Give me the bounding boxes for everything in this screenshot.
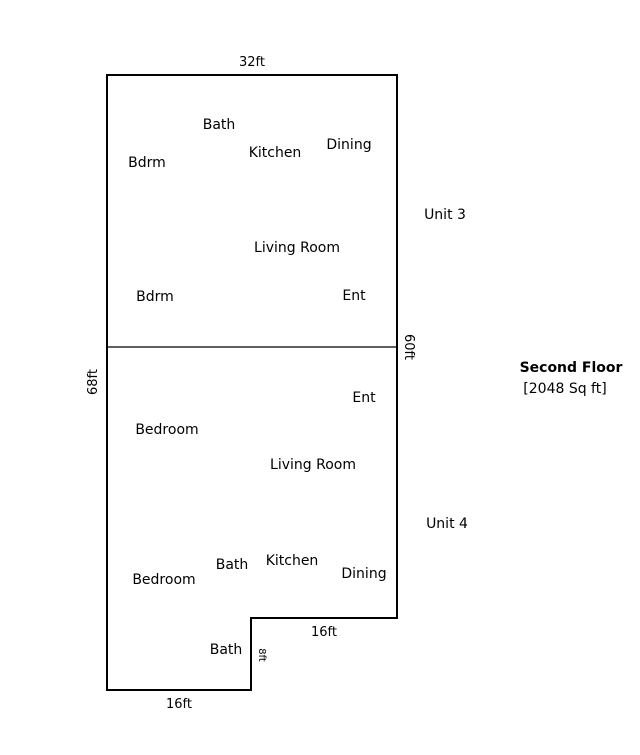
unit-4-entrance: Ent [352,390,376,406]
dimension-right-height: 60ft [401,334,416,360]
outer-walls [106,74,398,691]
dimension-left-height: 68ft [86,369,101,395]
unit-3-entrance: Ent [342,288,366,304]
unit-3-bath: Bath [203,117,236,133]
unit-3-kitchen: Kitchen [249,145,302,161]
unit-3-living-room: Living Room [254,240,340,256]
floor-title: Second Floor [520,360,623,376]
unit-3-bedroom-upper: Bdrm [128,155,166,171]
dimension-top-width: 32ft [239,55,265,70]
unit-4-bath-lower: Bath [210,642,243,658]
unit-4-living-room: Living Room [270,457,356,473]
unit-3-bedroom-lower: Bdrm [136,289,174,305]
floor-area: [2048 Sq ft] [523,381,606,397]
unit-4-bath-upper: Bath [216,557,249,573]
dimension-notch-width: 16ft [311,625,337,640]
unit-4-dining: Dining [341,566,386,582]
unit-3-label: Unit 3 [424,207,466,223]
unit-3-dining: Dining [326,137,371,153]
unit-4-bedroom-upper: Bedroom [135,422,198,438]
unit-4-bedroom-lower: Bedroom [132,572,195,588]
unit-4-kitchen: Kitchen [266,553,319,569]
dimension-bottom-width: 16ft [166,697,192,712]
dimension-notch-depth: 8ft [256,648,267,662]
unit-4-label: Unit 4 [426,516,468,532]
